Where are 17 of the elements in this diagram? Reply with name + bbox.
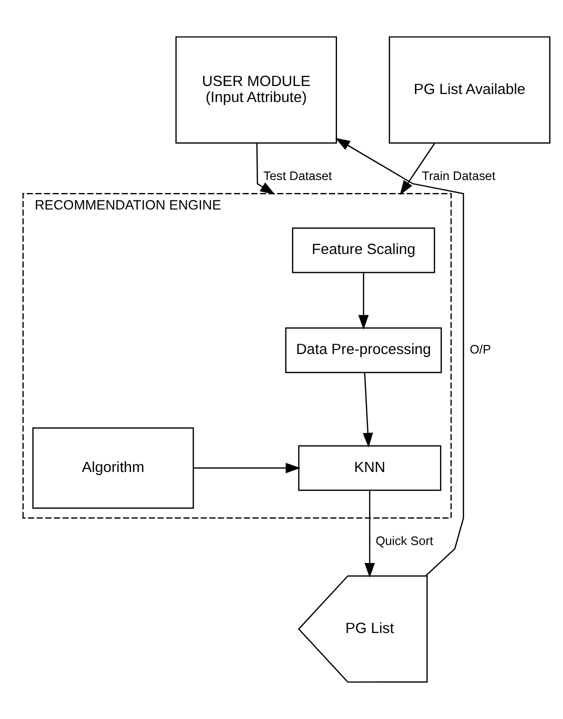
node-box: Feature Scaling bbox=[292, 228, 436, 274]
arrow bbox=[362, 372, 374, 448]
edge-label: O/P bbox=[470, 342, 491, 356]
arrow bbox=[400, 143, 436, 196]
edge-label: Quick Sort bbox=[376, 534, 434, 548]
node-box: USER MODULE (Input Attribute) bbox=[175, 36, 337, 144]
edge-label: Train Dataset bbox=[422, 169, 496, 184]
node-box: Algorithm bbox=[32, 427, 194, 509]
node-box: KNN bbox=[298, 445, 442, 491]
arrow bbox=[256, 143, 276, 195]
arrow bbox=[364, 490, 375, 578]
arrow bbox=[335, 138, 464, 576]
arrow bbox=[194, 462, 301, 474]
node-box: Data Pre-processing bbox=[285, 327, 442, 374]
node-box: PG List Available bbox=[388, 36, 550, 144]
edge-label: Test Dataset bbox=[263, 169, 332, 184]
arrow bbox=[358, 272, 369, 330]
